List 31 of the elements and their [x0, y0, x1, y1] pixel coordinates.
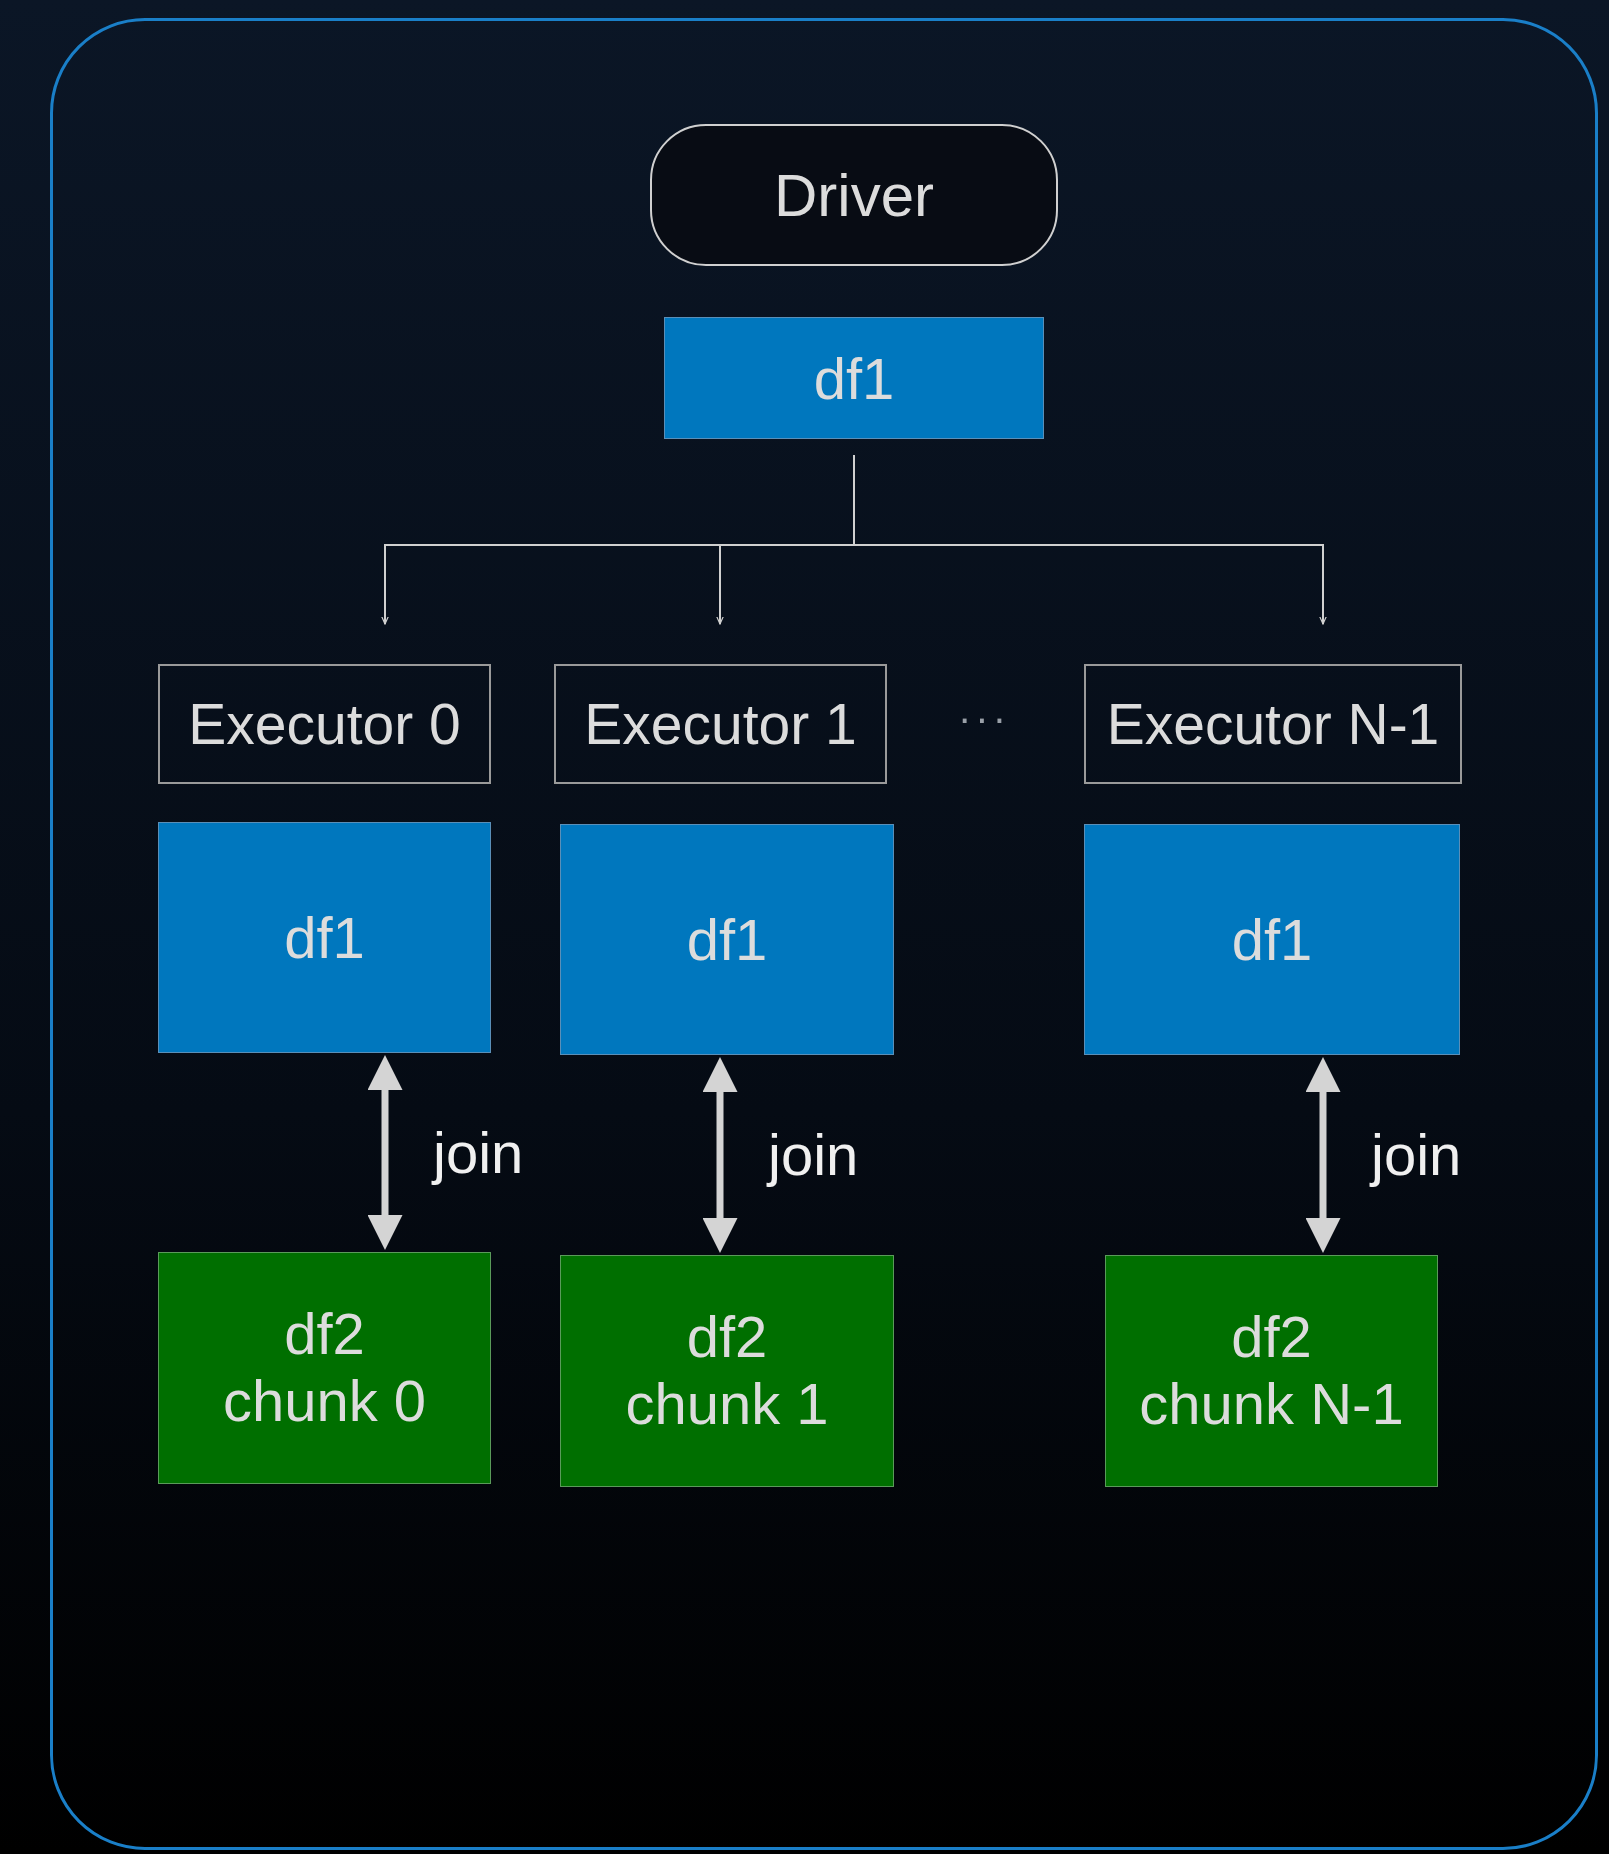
- container-frame: [50, 18, 1598, 1850]
- executor-box: [1084, 664, 1462, 784]
- arrow: [702, 1057, 738, 1253]
- driver-box: [650, 124, 1058, 266]
- node-label: chunk N-1: [1139, 1371, 1404, 1438]
- node-label: df1: [1231, 906, 1313, 973]
- node-label: Executor 1: [584, 691, 857, 757]
- dataframe-box: [1105, 1255, 1438, 1487]
- node-label: df2: [1231, 1304, 1312, 1371]
- executor-box: [158, 664, 491, 784]
- node-label: df2: [284, 1301, 365, 1368]
- dataframe-box: [664, 317, 1044, 439]
- dataframe-box: [560, 824, 894, 1055]
- dataframe-box: [560, 1255, 894, 1487]
- node-label: df1: [284, 904, 365, 971]
- node-label: Executor N-1: [1106, 691, 1440, 757]
- node-label: df1: [813, 344, 895, 412]
- node-label: Driver: [774, 160, 934, 230]
- dataframe-box: [1084, 824, 1460, 1055]
- node-label: chunk 1: [625, 1371, 829, 1438]
- arrow: [853, 454, 1327, 625]
- dataframe-box: [158, 822, 491, 1053]
- node-label: df1: [686, 906, 768, 973]
- arrow: [1305, 1057, 1341, 1253]
- arrow: [367, 1055, 403, 1250]
- node-label: Executor 0: [188, 691, 461, 757]
- executor-box: [554, 664, 887, 784]
- ellipsis-label: ···: [958, 695, 1010, 741]
- dataframe-box: [158, 1252, 491, 1484]
- node-label: df2: [686, 1304, 768, 1371]
- node-label: chunk 0: [222, 1368, 427, 1435]
